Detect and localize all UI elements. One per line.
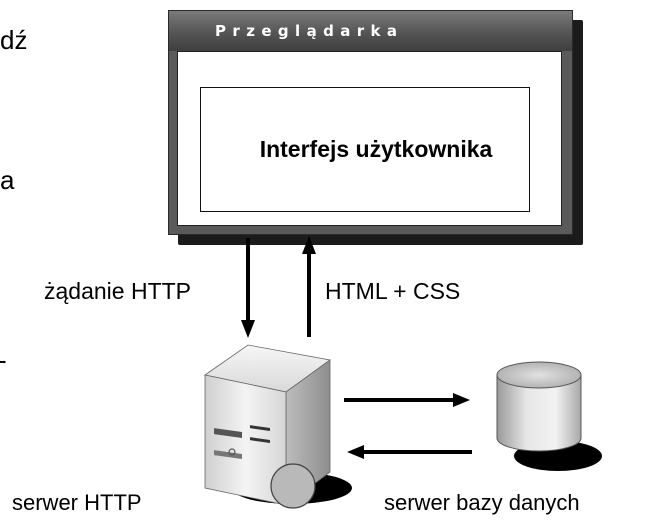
server-to-db-arrow (344, 393, 470, 407)
browser-window: Przeglądarka Interfejs użytkownika (168, 10, 573, 235)
response-label: HTML + CSS (325, 278, 461, 304)
response-arrow (302, 236, 316, 337)
database-cylinder-icon (496, 361, 602, 471)
user-interface-label: Interfejs użytkownika (259, 136, 493, 162)
db-server-label: serwer bazy danych (384, 490, 580, 515)
cropped-text-fragment: - (0, 345, 7, 375)
cropped-text-fragment: a (0, 165, 15, 195)
browser-titlebar: Przeglądarka (169, 11, 572, 51)
cropped-text-fragment: dź (0, 25, 28, 55)
browser-title: Przeglądarka (215, 22, 404, 40)
user-interface-box: Interfejs użytkownika (200, 87, 530, 212)
request-label: żądanie HTTP (44, 278, 192, 304)
request-arrow (241, 238, 255, 338)
browser-content-area: Interfejs użytkownika (177, 51, 562, 226)
server-tower-icon (204, 344, 352, 509)
db-to-server-arrow (347, 445, 472, 459)
http-server-label: serwer HTTP (12, 490, 142, 515)
